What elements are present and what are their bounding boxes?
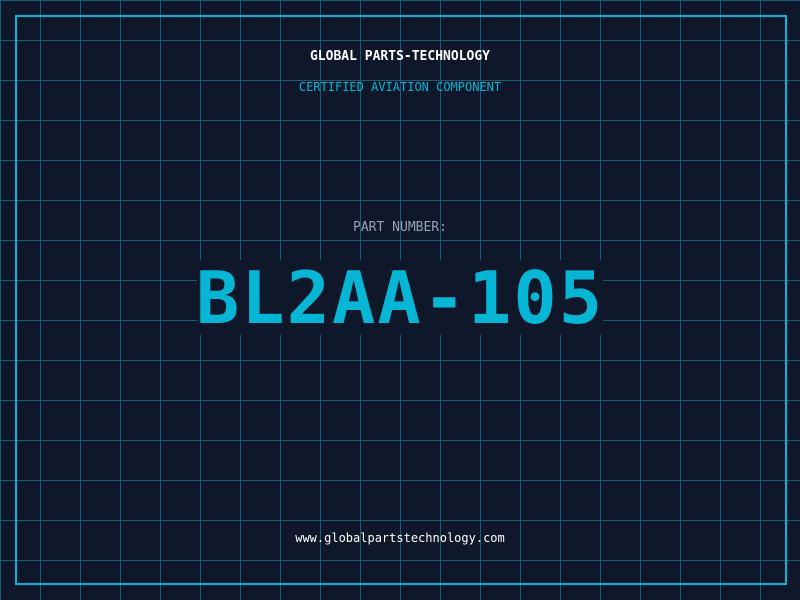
company-title: GLOBAL PARTS-TECHNOLOGY (309, 49, 490, 64)
border-frame (15, 15, 787, 585)
website-url: www.globalpartstechnology.com (295, 531, 505, 545)
part-number-panel (197, 260, 603, 335)
subtitle: CERTIFIED AVIATION COMPONENT (298, 80, 502, 94)
part-number-label: PART NUMBER: (353, 220, 447, 235)
part-number: BL2AA-105 (195, 256, 605, 340)
